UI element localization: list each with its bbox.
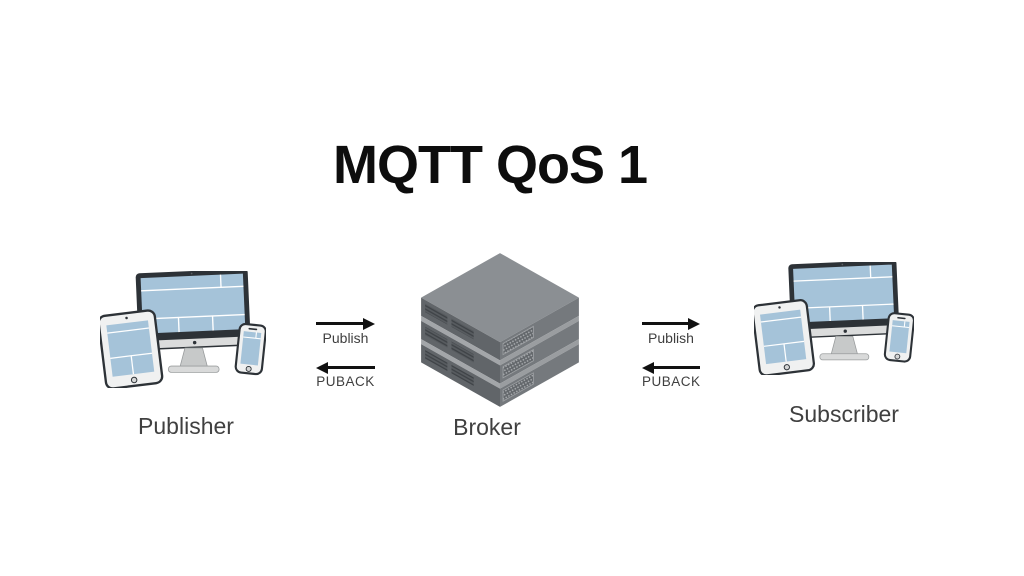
flow-publisher-broker: Publish PUBACK <box>316 317 375 392</box>
publish-label: Publish <box>648 330 694 346</box>
subscriber-client-devices-icon <box>754 262 914 375</box>
publish-label: Publish <box>322 330 369 346</box>
puback-label: PUBACK <box>642 374 701 389</box>
publish-arrow-right-icon <box>642 317 700 330</box>
publisher-label: Publisher <box>138 413 234 439</box>
flow-broker-subscriber: Publish PUBACK <box>642 317 701 392</box>
publisher-client-devices-icon <box>100 271 266 388</box>
puback-label: PUBACK <box>316 374 375 389</box>
diagram-title: MQTT QoS 1 <box>333 135 648 195</box>
publish-arrow-right-icon <box>316 317 375 330</box>
broker-server-stack-icon <box>420 252 580 408</box>
subscriber-label: Subscriber <box>789 401 899 427</box>
puback-arrow-left-icon <box>642 361 700 374</box>
broker-label: Broker <box>453 414 521 440</box>
puback-arrow-left-icon <box>316 361 375 374</box>
